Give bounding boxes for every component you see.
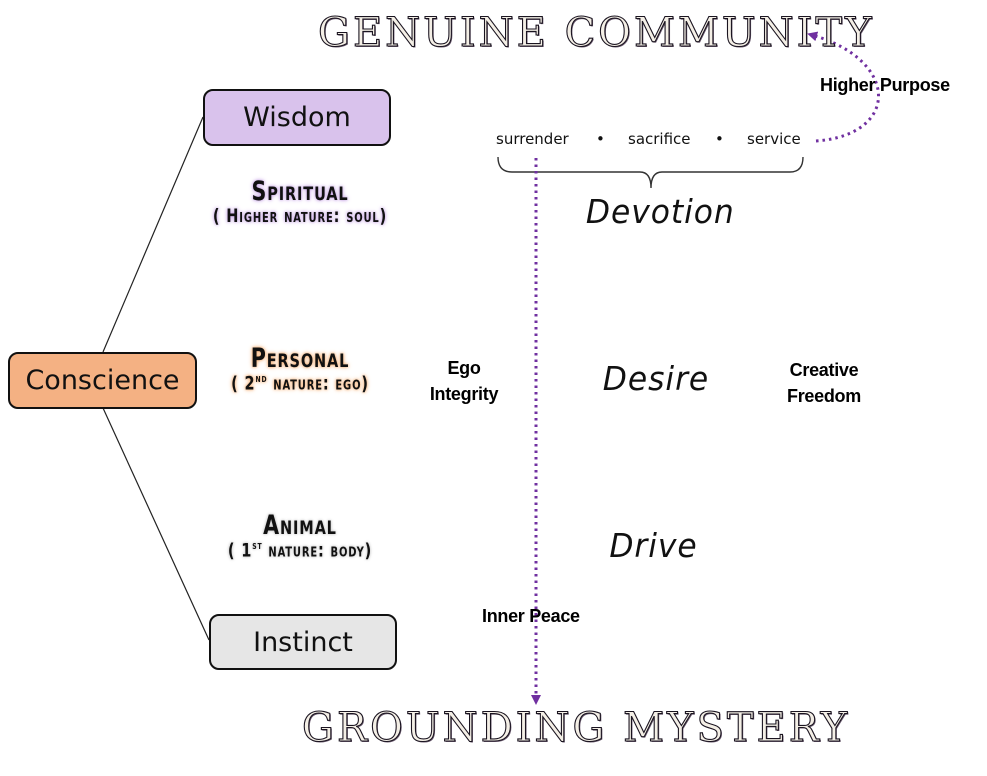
practice-separator: • [596,130,605,148]
practices-brace [497,156,804,189]
subtitle-text: nature: body) [262,539,373,562]
bottom-title: GROUNDING MYSTERY [301,704,851,751]
motivation-devotion: Devotion [585,192,735,231]
level-name: Spiritual [251,176,349,207]
level-subtitle: ( Higher nature: soul) [198,205,402,227]
top-title: GENUINE COMMUNITY [317,9,875,56]
conscience-label: Conscience [25,365,180,396]
practice-surrender: surrender [496,130,569,148]
label-line: Creative [789,360,859,380]
level-personal: Personal ( 2nd nature: ego) [180,343,420,394]
subtitle-text: nature: ego) [267,372,369,395]
practice-sacrifice: sacrifice [628,130,691,148]
creative-freedom-label: Creative Freedom [776,357,872,409]
subtitle-text: ( 2 [231,372,256,395]
higher-purpose-label: Higher Purpose [820,75,950,95]
subtitle-text: ( 1 [227,539,253,562]
conscience-node: Conscience [8,352,197,409]
label-line: Freedom [787,386,861,406]
label-line: Ego [447,358,481,378]
subtitle-sup: st [252,539,263,552]
level-spiritual: Spiritual ( Higher nature: soul) [180,176,420,227]
instinct-label: Instinct [253,626,353,658]
instinct-node: Instinct [209,614,397,670]
wisdom-node: Wisdom [203,89,391,146]
label-line: Integrity [429,384,499,404]
practice-separator: • [715,130,724,148]
motivation-desire: Desire [602,359,710,398]
wisdom-label: Wisdom [243,102,351,133]
level-subtitle: ( 2nd nature: ego) [198,372,402,394]
level-name: Animal [263,510,337,541]
motivation-drive: Drive [609,526,698,565]
subtitle-sup: nd [255,372,268,385]
level-animal: Animal ( 1st nature: body) [180,510,420,561]
ego-integrity-label: Ego Integrity [420,355,508,407]
subtitle-text: ( Higher nature: soul) [212,205,388,227]
practice-service: service [747,130,801,148]
level-subtitle: ( 1st nature: body) [198,539,402,561]
conscience-to-wisdom-line [102,116,204,353]
inner-peace-label: Inner Peace [482,606,580,626]
level-name: Personal [250,343,350,374]
